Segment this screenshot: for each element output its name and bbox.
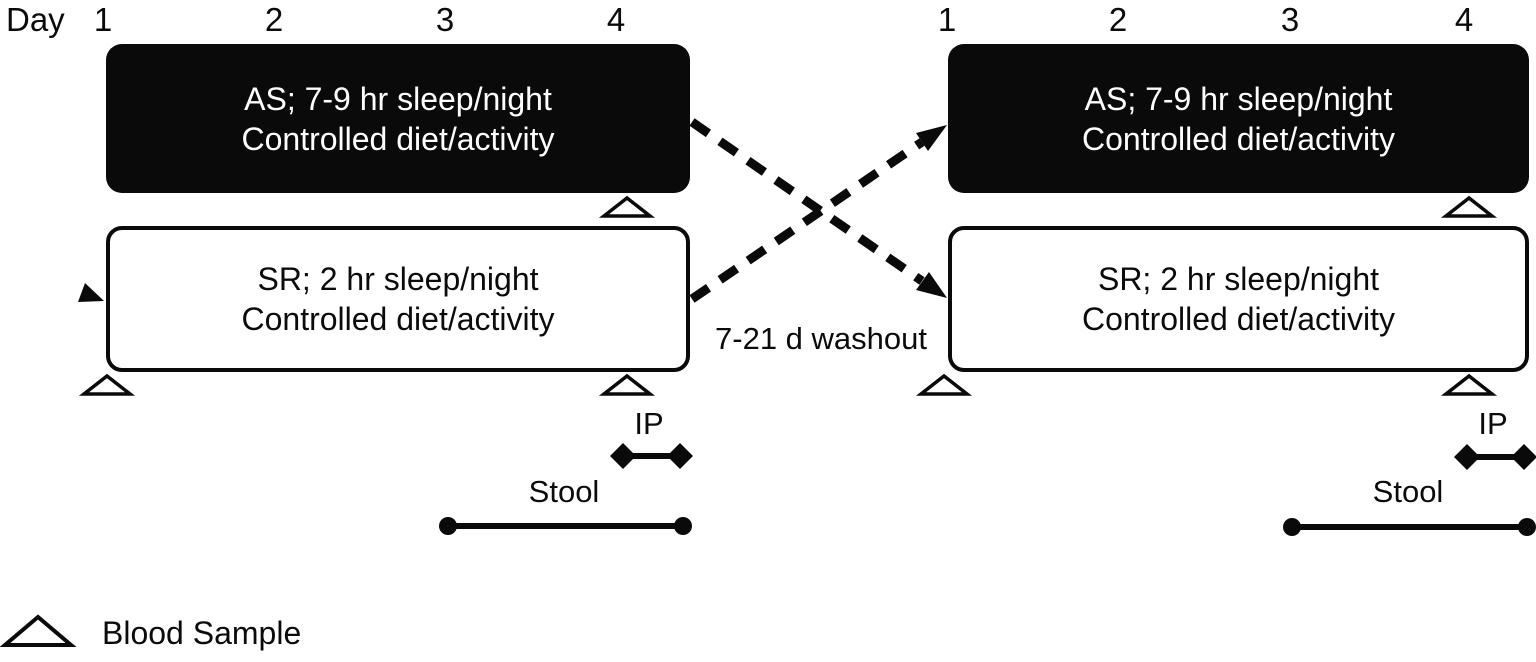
period1-as-line1: AS; 7-9 hr sleep/night (244, 80, 552, 117)
period2-as-line2: Controlled diet/activity (1081, 120, 1396, 157)
day-tick-p2-3: 3 (1280, 1, 1300, 38)
diamond-icon (1511, 444, 1536, 470)
arrowhead-icon (916, 272, 947, 298)
legend-blood-sample-label: Blood Sample (102, 615, 302, 651)
dot-icon (1283, 518, 1301, 536)
dot-icon (674, 517, 692, 535)
blood-sample-triangle-icon (915, 373, 973, 396)
washout-label: 7-21 d washout (715, 321, 927, 356)
period1-sr-condition-box: SR; 2 hr sleep/night Controlled diet/act… (106, 226, 690, 372)
period1-ip-label: IP (634, 406, 664, 441)
period2-sr-condition-box: SR; 2 hr sleep/night Controlled diet/act… (948, 226, 1529, 372)
legend-blood-sample-triangle-icon (0, 614, 77, 647)
day-tick-p1-3: 3 (435, 1, 455, 38)
partial-arrowhead-icon (78, 283, 104, 302)
dashed-arrow-icon (689, 138, 925, 303)
period2-stool-interval (1283, 518, 1536, 536)
crossover-arrow-sr-to-as (689, 125, 947, 303)
blood-sample-triangle-icon (1440, 373, 1498, 396)
arrowhead-icon (916, 125, 947, 151)
period2-sr-line1: SR; 2 hr sleep/night (1097, 261, 1380, 297)
dot-icon (439, 517, 457, 535)
day-tick-p2-2: 2 (1108, 1, 1128, 38)
period2-ip-interval (1454, 444, 1536, 470)
dot-icon (1518, 518, 1536, 536)
dashed-arrow-icon (689, 118, 925, 285)
period2-ip-label: IP (1478, 406, 1508, 441)
period2-stool-label: Stool (1372, 474, 1444, 509)
crossover-arrow-as-to-sr (689, 118, 947, 298)
blood-sample-triangle-icon (598, 373, 656, 396)
period1-stool-interval (439, 517, 692, 535)
day-tick-p2-1: 1 (937, 1, 957, 38)
period1-ip-interval (610, 443, 693, 469)
blood-sample-triangle-icon (78, 373, 136, 396)
period1-sr-line1: SR; 2 hr sleep/night (257, 261, 539, 297)
day-tick-p2-4: 4 (1454, 1, 1474, 38)
period2-as-line1: AS; 7-9 hr sleep/night (1084, 80, 1393, 117)
period1-as-condition-box: AS; 7-9 hr sleep/night Controlled diet/a… (106, 44, 690, 193)
day-tick-p1-1: 1 (93, 1, 113, 38)
period1-stool-label: Stool (528, 474, 600, 509)
diamond-icon (667, 443, 693, 469)
diamond-icon (1454, 444, 1480, 470)
blood-sample-triangle-icon (598, 195, 656, 218)
blood-sample-triangle-icon (1440, 195, 1498, 218)
period2-as-condition-box: AS; 7-9 hr sleep/night Controlled diet/a… (948, 44, 1529, 193)
period1-sr-line2: Controlled diet/activity (241, 301, 555, 337)
day-tick-p1-2: 2 (264, 1, 284, 38)
period1-as-line2: Controlled diet/activity (241, 120, 555, 157)
day-axis-label: Day (6, 1, 65, 38)
day-tick-p1-4: 4 (606, 1, 626, 38)
period2-sr-line2: Controlled diet/activity (1081, 301, 1396, 337)
diamond-icon (610, 443, 636, 469)
